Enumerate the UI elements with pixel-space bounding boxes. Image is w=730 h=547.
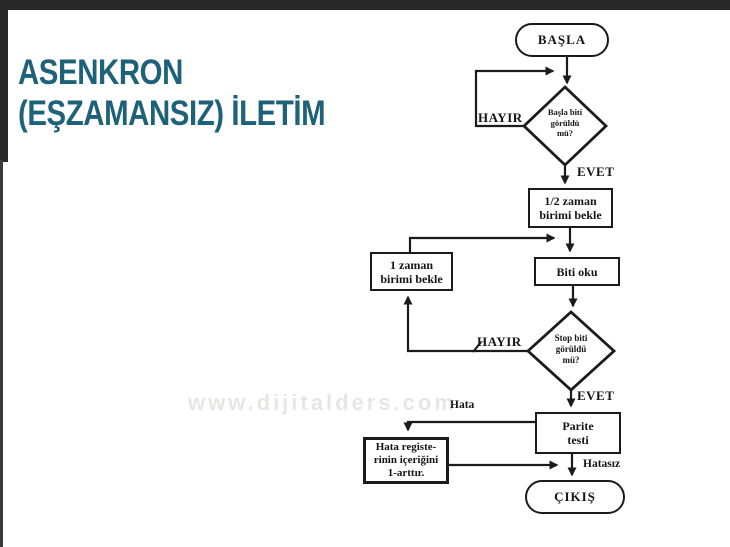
left-border-bar xyxy=(0,0,8,162)
box-error-register: Hata registe- rinin içeriğini 1-arttır. xyxy=(363,437,449,484)
box-error-register-line2: rinin içeriğini xyxy=(373,454,439,466)
box-error-register-line3: 1-arttır. xyxy=(387,467,425,479)
box-half-time-line1: 1/2 zaman xyxy=(544,194,597,208)
box-error-register-line1: Hata registe- xyxy=(375,441,437,453)
label-hayir-1: HAYIR xyxy=(478,110,523,125)
top-border-bar xyxy=(0,0,730,10)
decision-start-bit-line1: Başla biti xyxy=(547,107,583,117)
start-terminal: BAŞLA xyxy=(515,23,609,57)
decision-stop-bit-text: Stop biti görüldü mü? xyxy=(528,333,614,366)
box-read-bit: Biti oku xyxy=(534,257,620,286)
box-parity-test: Parite testi xyxy=(535,412,621,454)
box-one-time-wait: 1 zaman birimi bekle xyxy=(370,252,453,291)
start-terminal-label: BAŞLA xyxy=(537,32,587,47)
box-parity-line1: Parite xyxy=(562,419,594,433)
label-evet-2: EVET xyxy=(577,388,615,403)
decision-stop-bit-line1: Stop biti xyxy=(554,333,588,343)
label-hatasiz: Hatasız xyxy=(583,458,621,470)
decision-start-bit-line2: görüldü xyxy=(550,117,580,128)
end-terminal: ÇIKIŞ xyxy=(525,480,625,514)
box-read-bit-label: Biti oku xyxy=(556,264,598,279)
label-evet-1: EVET xyxy=(577,164,615,179)
title-line-2: (EŞZAMANSIZ) İLETİM xyxy=(18,94,326,133)
decision-start-bit-line3: mü? xyxy=(556,128,574,138)
label-hata: Hata xyxy=(450,399,475,411)
left-border-line xyxy=(0,160,3,547)
end-terminal-label: ÇIKIŞ xyxy=(554,489,596,504)
box-one-time-line2: birimi bekle xyxy=(380,271,443,286)
decision-stop-bit-line3: mü? xyxy=(562,355,580,365)
edge-hata-to-errorbox xyxy=(403,420,535,432)
box-one-time-line1: 1 zaman xyxy=(390,257,433,272)
edge-onewait-to-junction xyxy=(408,233,556,252)
decision-start-bit-text: Başla biti görüldü mü? xyxy=(521,107,609,139)
box-half-time-wait: 1/2 zaman birimi bekle xyxy=(528,188,613,228)
slide-title: ASENKRON (EŞZAMANSIZ) İLETİM xyxy=(18,52,326,134)
box-half-time-line2: birimi bekle xyxy=(539,208,602,222)
box-parity-line2: testi xyxy=(567,433,589,447)
decision-stop-bit-line2: görüldü xyxy=(555,344,587,354)
title-line-1: ASENKRON xyxy=(18,53,183,92)
watermark-text: www.dijitalders.com xyxy=(188,390,457,415)
label-hayir-2: HAYIR xyxy=(477,334,522,349)
